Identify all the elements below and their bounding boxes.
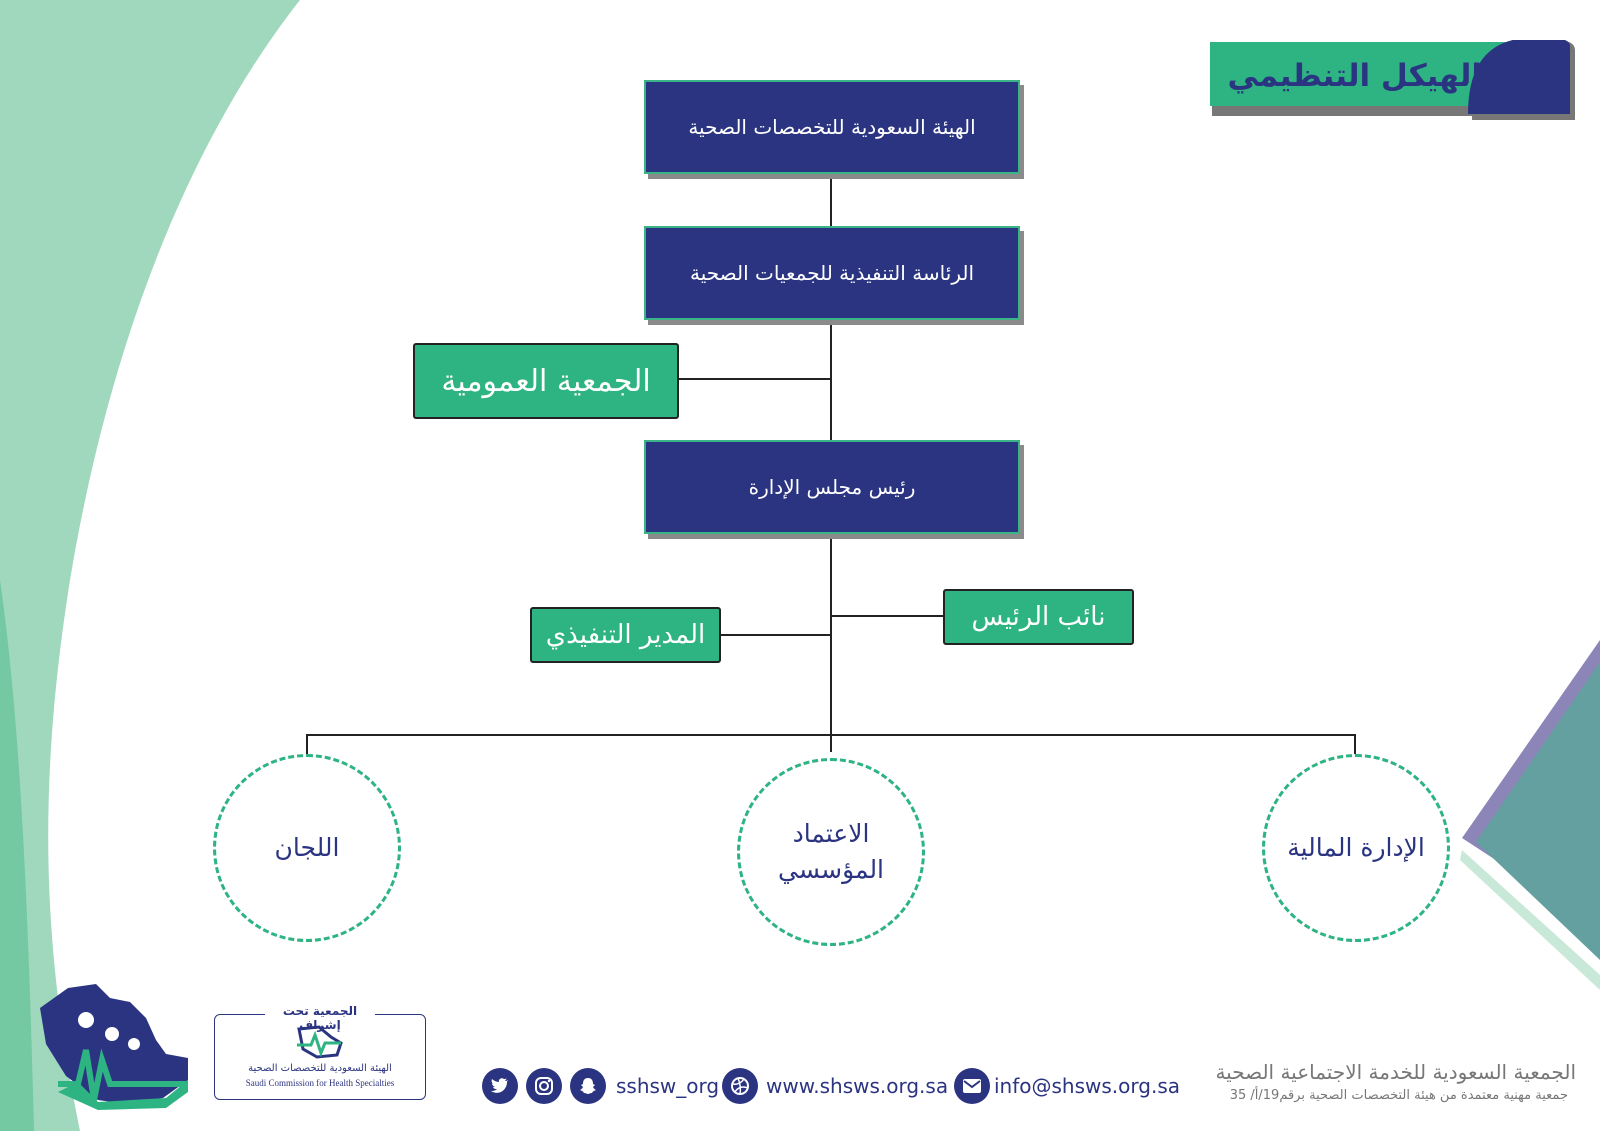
general-assembly-box: الجمعية العمومية (413, 343, 679, 419)
accreditation-note: جمعية مهنية معتمدة من هيئة التخصصات الصح… (1229, 1088, 1568, 1103)
social-handle[interactable]: sshsw_org (616, 1074, 720, 1098)
executive-director-box: المدير التنفيذي (530, 607, 721, 663)
accreditation-label-line1: الاعتماد (792, 819, 870, 848)
globe-icon (722, 1068, 758, 1104)
snapchat-icon[interactable] (570, 1068, 606, 1104)
mail-icon (954, 1068, 990, 1104)
email-link[interactable]: info@shsws.org.sa (994, 1074, 1180, 1098)
connector-assembly (676, 378, 832, 380)
accreditation-circle: الاعتماد المؤسسي (737, 758, 925, 946)
association-logo (40, 984, 188, 1110)
accreditation-label: الاعتماد المؤسسي (778, 816, 884, 888)
finance-circle: الإدارة المالية (1262, 754, 1450, 942)
website-link[interactable]: www.shsws.org.sa (766, 1074, 949, 1098)
exec-presidency-box: الرئاسة التنفيذية للجمعيات الصحية (644, 226, 1020, 320)
committees-label: اللجان (274, 833, 340, 862)
scfhs-name-ar: الهيئة السعودية للتخصصات الصحية (248, 1063, 392, 1074)
board-chairman-box: رئيس مجلس الإدارة (644, 440, 1020, 534)
connector-top (830, 175, 832, 227)
org-name: الجمعية السعودية للخدمة الاجتماعية الصحي… (1215, 1060, 1576, 1084)
page-title: الهيكل التنظيمي (1227, 58, 1482, 94)
supervision-box: الجمعية تحت إشراف الهيئة السعودية للتخصص… (214, 1004, 426, 1100)
vice-president-box: نائب الرئيس (943, 589, 1134, 645)
accreditation-label-line2: المؤسسي (777, 855, 885, 884)
connector-left-drop (306, 734, 308, 754)
connector-horizontal (306, 734, 1356, 736)
title-banner-shape (1210, 38, 1575, 120)
committees-circle: اللجان (213, 754, 401, 942)
title-banner: الهيكل التنظيمي (1210, 38, 1575, 120)
connector-vice (832, 615, 944, 617)
connector-right-drop (1354, 734, 1356, 754)
scfhs-logo-icon (297, 1025, 343, 1059)
finance-label: الإدارة المالية (1287, 833, 1425, 862)
scfhs-box: الهيئة السعودية للتخصصات الصحية (644, 80, 1020, 174)
connector-lower (830, 532, 832, 752)
scfhs-name-en: Saudi Commission for Health Specialties (245, 1078, 395, 1088)
twitter-icon[interactable] (482, 1068, 518, 1104)
connector-director (718, 634, 832, 636)
instagram-icon[interactable] (526, 1068, 562, 1104)
